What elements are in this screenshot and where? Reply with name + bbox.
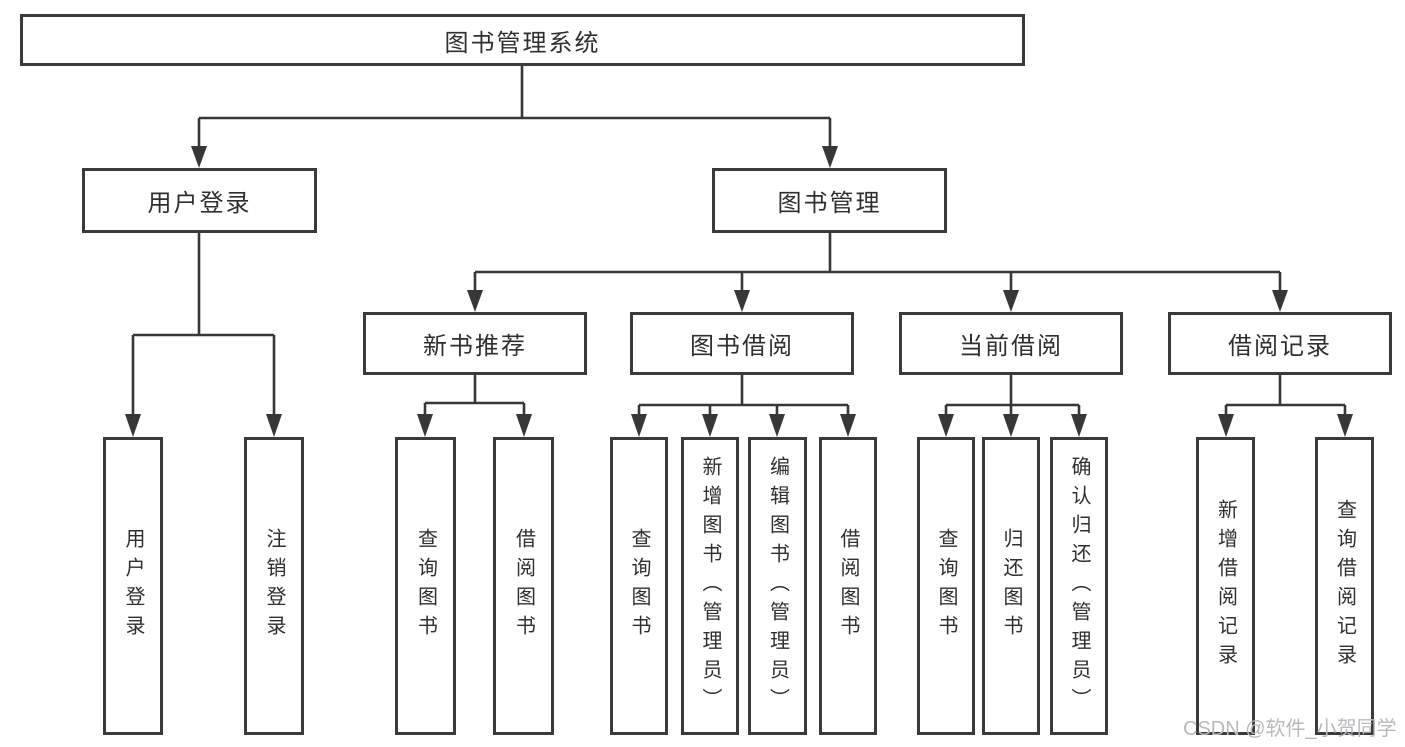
leaf-user-login: 用户登录	[103, 437, 163, 735]
arrow-down-icon	[1003, 290, 1019, 312]
arrow-down-icon	[1071, 414, 1087, 437]
leaf-return-book: 归还图书	[982, 437, 1040, 735]
arrow-down-icon	[191, 146, 207, 168]
arrow-down-icon	[266, 414, 282, 437]
leaf-logout: 注销登录	[244, 437, 304, 735]
leaf-query-book-recommend: 查询图书	[395, 437, 456, 735]
arrow-down-icon	[734, 290, 750, 312]
arrow-down-icon	[467, 290, 483, 312]
arrow-down-icon	[769, 414, 785, 437]
leaf-query-borrow-record: 查询借阅记录	[1315, 437, 1374, 735]
connector-bookmgmt-to-level3	[473, 233, 1282, 290]
connector-borrowrecord-to-leaves	[1224, 375, 1347, 415]
leaf-edit-book-admin: 编辑图书（管理员）	[748, 437, 807, 735]
connector-newbook-to-leaves	[423, 375, 526, 415]
arrow-down-icon	[1272, 290, 1288, 312]
leaf-query-book-current: 查询图书	[917, 437, 975, 735]
node-user-login: 用户登录	[82, 168, 317, 233]
arrow-down-icon	[1337, 414, 1353, 437]
arrow-down-icon	[417, 414, 433, 437]
arrow-down-icon	[702, 414, 718, 437]
leaf-add-borrow-record: 新增借阅记录	[1196, 437, 1255, 735]
leaf-query-book-borrow: 查询图书	[610, 437, 668, 735]
connector-currentborrow-to-leaves	[944, 375, 1081, 415]
connector-root-to-level2	[197, 66, 832, 146]
arrow-down-icon	[516, 414, 532, 437]
connector-bookborrow-to-leaves	[637, 375, 850, 415]
leaf-borrow-book-recommend: 借阅图书	[493, 437, 554, 735]
arrow-down-icon	[840, 414, 856, 437]
connector-userlogin-to-leaves	[131, 233, 276, 415]
node-book-management: 图书管理	[712, 168, 947, 233]
node-root: 图书管理系统	[20, 14, 1025, 66]
leaf-add-book-admin: 新增图书（管理员）	[681, 437, 739, 735]
node-new-book-recommend: 新书推荐	[363, 312, 587, 375]
arrow-down-icon	[631, 414, 647, 437]
node-borrow-records: 借阅记录	[1168, 312, 1392, 375]
arrow-down-icon	[822, 146, 838, 168]
node-current-borrow: 当前借阅	[899, 312, 1123, 375]
arrow-down-icon	[1218, 414, 1234, 437]
arrow-down-icon	[125, 414, 141, 437]
arrow-down-icon	[938, 414, 954, 437]
leaf-borrow-book: 借阅图书	[819, 437, 877, 735]
node-book-borrow: 图书借阅	[630, 312, 854, 375]
arrow-down-icon	[1003, 414, 1019, 437]
csdn-watermark: CSDN @软件_小贺同学	[1183, 718, 1397, 740]
leaf-confirm-return-admin: 确认归还（管理员）	[1050, 437, 1108, 735]
